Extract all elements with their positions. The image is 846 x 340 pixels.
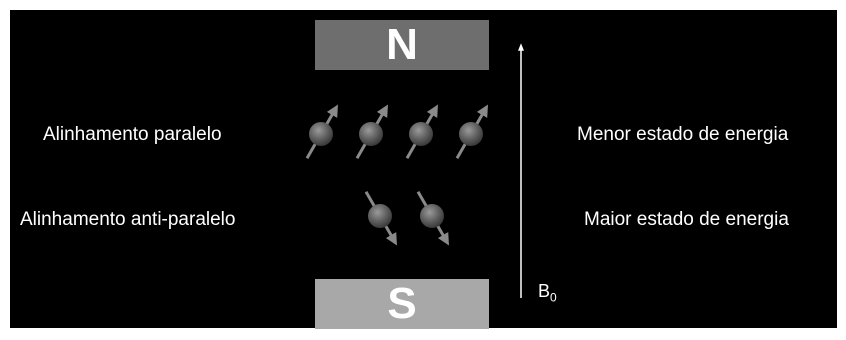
- parallel-spin: [405, 104, 438, 159]
- parallel-spins: [305, 104, 488, 159]
- nucleus-sphere: [459, 122, 483, 146]
- parallel-spin: [305, 104, 338, 159]
- lower-energy-label: Menor estado de energia: [577, 124, 789, 145]
- north-pole-letter: N: [386, 20, 418, 69]
- nucleus-sphere: [359, 122, 383, 146]
- nucleus-sphere: [409, 122, 433, 146]
- nucleus-sphere: [368, 204, 392, 228]
- antiparallel-alignment-label: Alinhamento anti-paralelo: [20, 209, 236, 230]
- antiparallel-spins: [364, 191, 449, 246]
- south-pole-letter: S: [387, 279, 417, 328]
- field-symbol: B: [538, 281, 551, 301]
- higher-energy-label: Maior estado de energia: [584, 209, 789, 230]
- south-pole-magnet: S: [315, 279, 489, 329]
- nucleus-sphere: [309, 122, 333, 146]
- parallel-spin: [355, 104, 388, 159]
- antiparallel-spin: [364, 191, 397, 246]
- slide-background: N S Alinhamento paralelo Alinhamento ant…: [10, 10, 837, 329]
- spin-artwork: [305, 43, 524, 298]
- north-pole-magnet: N: [315, 20, 489, 70]
- field-label: B0: [538, 282, 557, 304]
- parallel-spin: [455, 104, 488, 159]
- nucleus-sphere: [420, 204, 444, 228]
- parallel-alignment-label: Alinhamento paralelo: [43, 124, 222, 145]
- antiparallel-spin: [416, 191, 449, 246]
- field-subscript: 0: [550, 290, 557, 305]
